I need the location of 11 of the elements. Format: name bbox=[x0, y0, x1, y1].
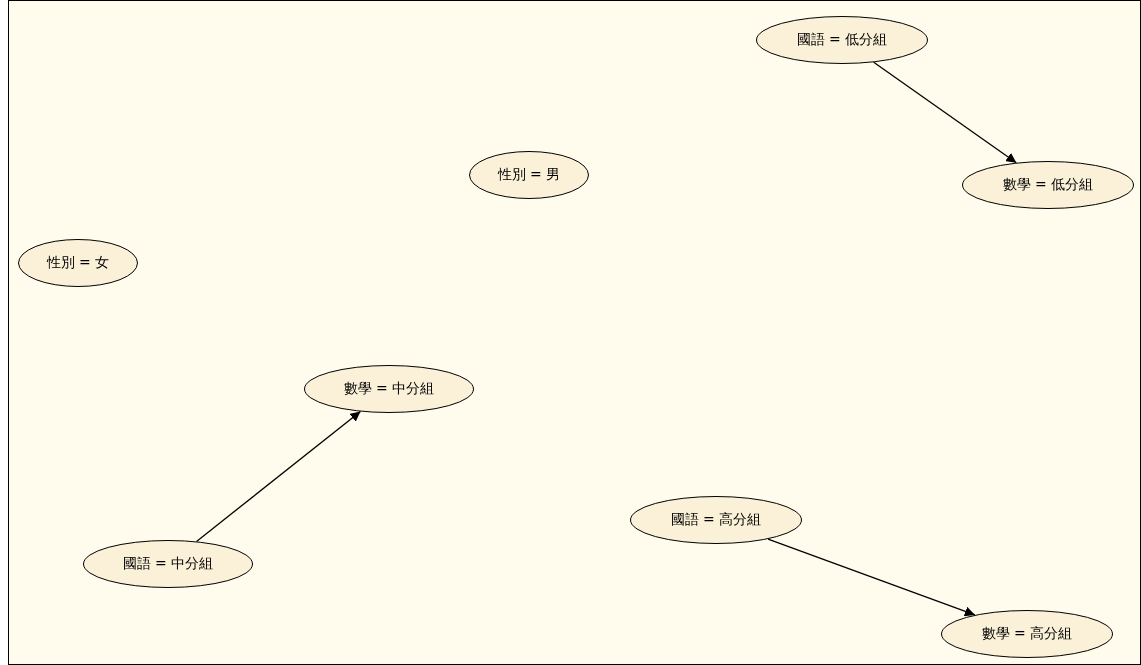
arrow bbox=[767, 538, 976, 617]
node-label: 性別 = 男 bbox=[496, 166, 562, 184]
node-label: 數學 = 低分組 bbox=[1001, 176, 1095, 194]
arrow bbox=[195, 410, 362, 543]
arrow bbox=[873, 61, 1017, 164]
node-label: 國語 = 中分組 bbox=[121, 555, 215, 573]
node-label: 數學 = 中分組 bbox=[342, 380, 436, 398]
node-label: 國語 = 高分組 bbox=[669, 511, 763, 529]
node-label: 數學 = 高分組 bbox=[980, 625, 1074, 643]
node-label: 性別 = 女 bbox=[45, 254, 111, 272]
node-label: 國語 = 低分組 bbox=[795, 31, 889, 49]
